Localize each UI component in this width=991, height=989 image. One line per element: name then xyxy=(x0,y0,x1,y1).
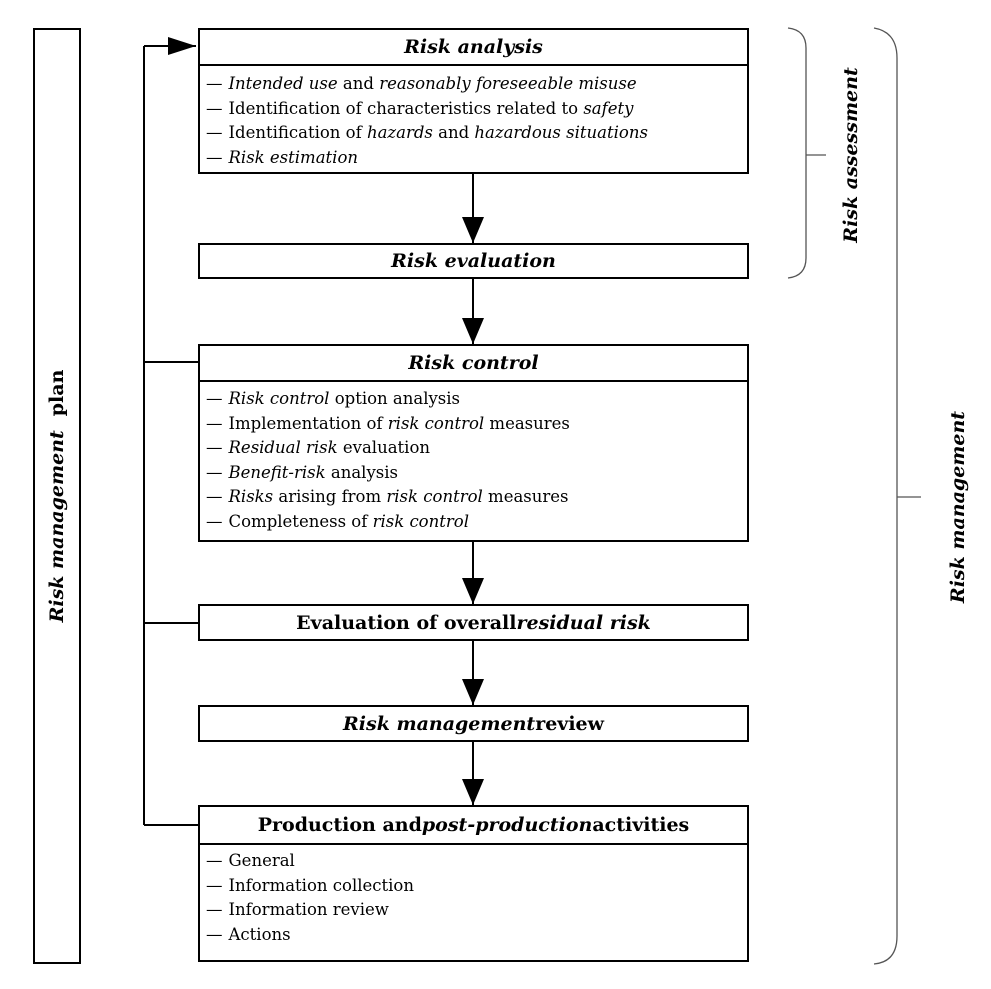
text-run: Risk control xyxy=(228,389,330,408)
risk-analysis-title: Risk analysis xyxy=(200,30,747,64)
list-item: —Risk estimation xyxy=(206,146,648,171)
text-run: Residual risk xyxy=(228,438,338,457)
text-run: activities xyxy=(592,814,690,836)
bullet-dash: — xyxy=(206,875,223,895)
text-run: Benefit-risk xyxy=(228,462,326,482)
bullet-dash: — xyxy=(206,462,223,482)
text-run: and xyxy=(337,74,380,93)
list-item: —Completeness of risk control xyxy=(206,510,570,535)
overall-residual-risk-title: Evaluation of overall residual risk xyxy=(200,606,747,639)
overall-residual-risk-box: Evaluation of overall residual risk xyxy=(198,604,749,641)
production-activities-items: —General—Information collection—Informat… xyxy=(206,849,414,947)
list-item: —Information collection xyxy=(206,874,414,899)
text-run: Production and xyxy=(257,814,422,836)
text-run: General xyxy=(228,851,295,870)
text-run: Implementation of xyxy=(228,413,388,433)
bullet-dash: — xyxy=(206,413,223,433)
text-run: and xyxy=(432,123,475,142)
list-item: — Identification of hazards and hazardous… xyxy=(206,121,648,146)
bullet-dash: — xyxy=(206,900,223,919)
text-run: review xyxy=(535,712,604,735)
production-activities-title: Production and post-production activitie… xyxy=(200,807,747,843)
text-run: Risk estimation xyxy=(228,147,359,167)
bullet-dash: — xyxy=(206,123,223,142)
bullet-dash: — xyxy=(206,511,223,531)
production-activities-box: Production and post-production activitie… xyxy=(198,805,749,962)
bullet-dash: — xyxy=(206,389,223,408)
risk-control-title: Risk control xyxy=(200,346,747,380)
text-run: Completeness of xyxy=(228,511,373,531)
bullet-dash: — xyxy=(206,98,223,118)
list-item: —Implementation of risk control measures xyxy=(206,412,570,437)
text-run: measures xyxy=(484,413,570,433)
text-run: post-production xyxy=(421,814,593,836)
bullet-dash: — xyxy=(206,147,223,167)
list-item: —Identification of characteristics relat… xyxy=(206,97,648,122)
list-item: — Residual risk evaluation xyxy=(206,436,570,461)
text-run: Information review xyxy=(228,900,389,919)
text-run: reasonably foreseeable misuse xyxy=(379,74,637,93)
text-run: Identification of characteristics relate… xyxy=(228,98,584,118)
text-run: Risk management xyxy=(343,712,536,735)
list-item: — Intended use and reasonably foreseeable… xyxy=(206,72,648,97)
risk-analysis-items: — Intended use and reasonably foreseeable… xyxy=(206,72,648,170)
text-run: measures xyxy=(482,487,569,506)
text-run: arising from xyxy=(273,487,387,506)
text-run: Risks xyxy=(228,487,274,506)
risk-evaluation-box: Risk evaluation xyxy=(198,243,749,279)
text-run: Actions xyxy=(228,924,291,944)
risk-control-box: Risk control — Risk control option analys… xyxy=(198,344,749,542)
list-item: — Risk control option analysis xyxy=(206,387,570,412)
text-run: Identification of xyxy=(228,123,367,142)
bullet-dash: — xyxy=(206,851,223,870)
text-run: safety xyxy=(583,98,634,118)
bullet-dash: — xyxy=(206,438,223,457)
risk-management-plan-label: Risk management plan xyxy=(46,369,68,623)
feedback-loop xyxy=(143,37,198,826)
text-run: hazardous situations xyxy=(474,123,648,142)
bullet-dash: — xyxy=(206,74,223,93)
text-run: Evaluation of overall xyxy=(296,611,517,634)
bullet-dash: — xyxy=(206,924,223,944)
text-run: option analysis xyxy=(329,389,461,408)
text-run: risk control xyxy=(372,511,469,531)
list-item: — General xyxy=(206,849,414,874)
text-run: Information collection xyxy=(228,875,414,895)
text-run: Risk evaluation xyxy=(391,250,556,272)
text-run: Intended use xyxy=(228,74,338,93)
risk-evaluation-title: Risk evaluation xyxy=(200,245,747,277)
text-run: hazards xyxy=(366,123,433,142)
text-run: residual risk xyxy=(516,611,651,634)
risk-management-plan-box: Risk management plan xyxy=(33,28,81,964)
risk-control-items: —Risk control option analysis—Implementa… xyxy=(206,387,570,534)
list-item: —Benefit-risk analysis xyxy=(206,461,570,486)
list-item: —Actions xyxy=(206,923,414,948)
bullet-dash: — xyxy=(206,487,223,506)
risk-management-label: Risk management xyxy=(947,410,969,604)
risk-management-review-title: Risk management review xyxy=(200,707,747,740)
risk-assessment-label: Risk assessment xyxy=(840,67,862,243)
risk-management-bracket xyxy=(873,27,921,965)
risk-management-review-box: Risk management review xyxy=(198,705,749,742)
text-run: risk control xyxy=(386,487,483,506)
text-run: risk control xyxy=(387,413,485,433)
list-item: — Information review xyxy=(206,898,414,923)
risk-assessment-bracket xyxy=(787,27,826,279)
text-run: Risk control xyxy=(408,352,539,374)
risk-analysis-box: Risk analysis — Intended use and reasonab… xyxy=(198,28,749,174)
text-run: evaluation xyxy=(337,438,431,457)
text-run: Risk analysis xyxy=(404,36,543,58)
text-run: analysis xyxy=(325,462,398,482)
list-item: — Risks arising from risk control measure… xyxy=(206,485,570,510)
